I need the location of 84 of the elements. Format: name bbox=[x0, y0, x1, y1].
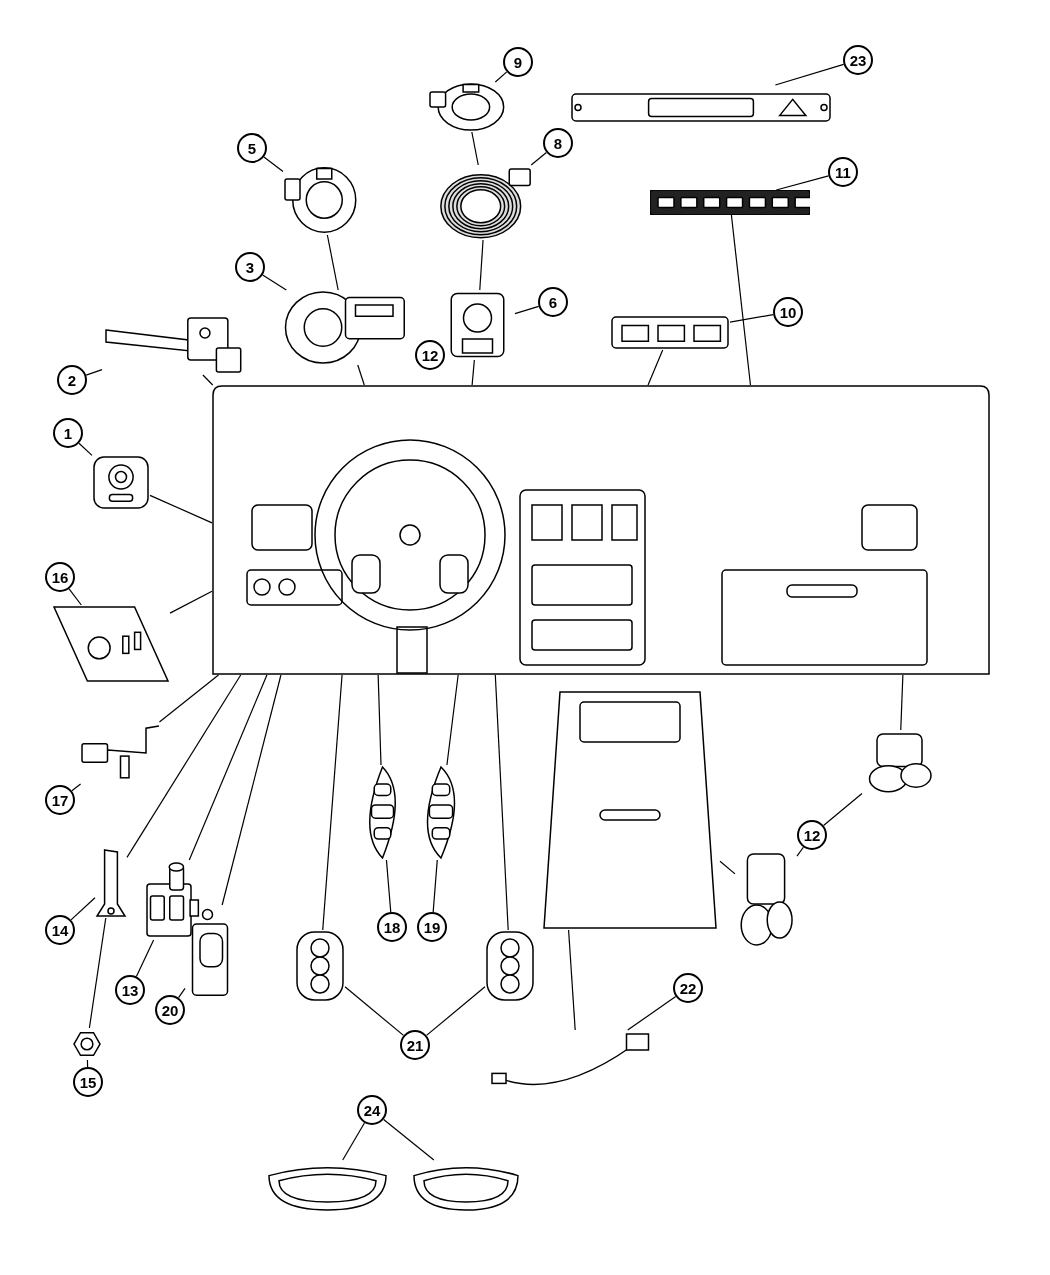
callout-number: 16 bbox=[45, 562, 75, 592]
leader-line bbox=[86, 1059, 89, 1068]
leader-line bbox=[377, 674, 382, 766]
bracket-drawing bbox=[95, 848, 127, 918]
callout-number: 8 bbox=[543, 128, 573, 158]
leader-line bbox=[530, 151, 547, 166]
leader-line bbox=[729, 313, 774, 323]
leader-line bbox=[202, 374, 214, 386]
callout-number: 24 bbox=[357, 1095, 387, 1125]
callout-number: 3 bbox=[235, 252, 265, 282]
leader-line bbox=[796, 846, 804, 857]
leader-line bbox=[383, 1118, 435, 1161]
leader-line bbox=[494, 71, 508, 83]
leader-line bbox=[126, 674, 242, 858]
leader-line bbox=[262, 274, 287, 291]
leader-line bbox=[647, 349, 664, 386]
leader-line bbox=[494, 674, 509, 931]
leader-line bbox=[169, 590, 213, 614]
coil-drawing bbox=[438, 165, 533, 240]
callout-number: 15 bbox=[73, 1067, 103, 1097]
leader-line bbox=[221, 674, 282, 906]
leader-line bbox=[775, 175, 830, 191]
leader-line bbox=[344, 986, 405, 1036]
switch-pod-drawing bbox=[485, 930, 535, 1002]
leader-line bbox=[158, 674, 220, 723]
leader-line bbox=[479, 239, 484, 291]
callout-number: 6 bbox=[538, 287, 568, 317]
leader-line bbox=[385, 859, 392, 913]
leader-line bbox=[730, 214, 752, 386]
leader-line bbox=[342, 1122, 366, 1161]
switch-pod-drawing bbox=[295, 930, 345, 1002]
callout-number: 11 bbox=[828, 157, 858, 187]
callout-number: 12 bbox=[797, 820, 827, 850]
leader-line bbox=[471, 359, 475, 386]
leader-line bbox=[514, 305, 540, 315]
callout-number: 23 bbox=[843, 45, 873, 75]
leader-line bbox=[627, 996, 677, 1031]
leader-line bbox=[432, 859, 438, 913]
leader-line bbox=[85, 369, 103, 376]
callout-number: 9 bbox=[503, 47, 533, 77]
leader-line bbox=[263, 156, 284, 173]
clockspring-drawing bbox=[283, 290, 408, 365]
leader-line bbox=[70, 897, 96, 921]
callout-number: 1 bbox=[53, 418, 83, 448]
leader-line bbox=[326, 234, 339, 291]
callout-number: 21 bbox=[400, 1030, 430, 1060]
leader-line bbox=[357, 364, 365, 386]
leader-line bbox=[149, 494, 213, 524]
leader-line bbox=[822, 792, 863, 827]
leader-line bbox=[774, 63, 845, 86]
headlamp-switch-drawing bbox=[52, 605, 170, 683]
callout-number: 22 bbox=[673, 973, 703, 1003]
leader-line bbox=[568, 929, 576, 1031]
leader-line bbox=[88, 917, 107, 1029]
leader-line bbox=[446, 674, 459, 766]
callout-number: 17 bbox=[45, 785, 75, 815]
leader-line bbox=[135, 939, 155, 978]
callout-number: 5 bbox=[237, 133, 267, 163]
switch-bank-drawing bbox=[610, 315, 730, 350]
callout-number: 14 bbox=[45, 915, 75, 945]
leader-line bbox=[900, 674, 904, 731]
leader-line bbox=[68, 588, 82, 606]
ring-drawing bbox=[283, 165, 358, 235]
leader-line bbox=[471, 131, 479, 166]
leader-line bbox=[177, 987, 186, 999]
relay-drawing bbox=[145, 860, 200, 940]
callout-number: 12 bbox=[415, 340, 445, 370]
leader-line bbox=[71, 783, 82, 792]
callout-number: 2 bbox=[57, 365, 87, 395]
leader-line bbox=[322, 674, 343, 931]
ring-drawing bbox=[428, 82, 506, 132]
switch-drawing bbox=[92, 455, 150, 510]
leader-line bbox=[188, 674, 268, 861]
callout-number: 19 bbox=[417, 912, 447, 942]
callout-number: 13 bbox=[115, 975, 145, 1005]
callout-number: 10 bbox=[773, 297, 803, 327]
callout-number: 20 bbox=[155, 995, 185, 1025]
leader-line bbox=[78, 442, 93, 457]
callout-number: 18 bbox=[377, 912, 407, 942]
leader-line bbox=[719, 860, 736, 875]
switch-strip-drawing bbox=[650, 190, 810, 215]
console-drawing bbox=[540, 690, 720, 930]
leader-line bbox=[425, 986, 486, 1036]
dashboard-drawing bbox=[212, 385, 990, 675]
